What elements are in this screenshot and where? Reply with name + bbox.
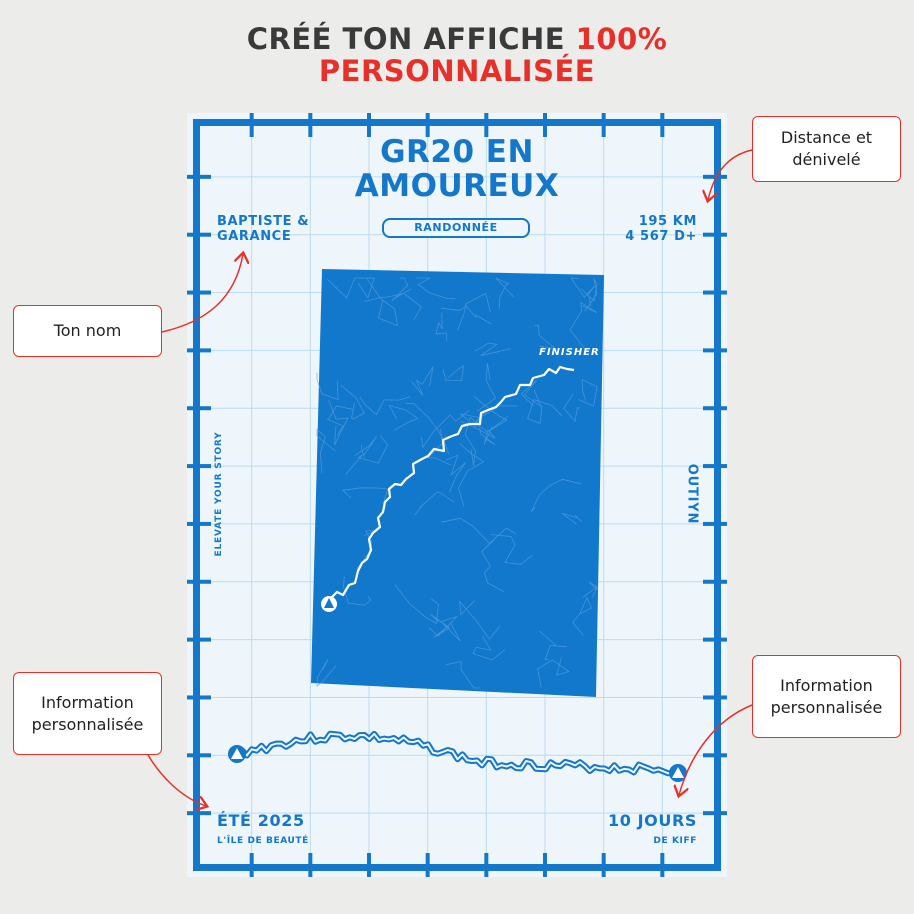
callout-info-right-line-2: personnalisée	[770, 697, 883, 717]
map-stream	[531, 478, 582, 512]
map-stream	[341, 487, 389, 505]
map-stream	[473, 395, 509, 432]
poster-title-line-2: AMOUREUX	[354, 168, 560, 204]
map-stream	[457, 292, 491, 331]
poster: GR20 EN AMOUREUX BAPTISTE & GARANCE RAND…	[187, 113, 727, 877]
map-stream	[582, 581, 598, 599]
map-stream	[561, 513, 582, 525]
map-stream	[326, 277, 375, 299]
poster-title-line-1: GR20 EN	[380, 134, 534, 170]
poster-frame	[193, 119, 721, 871]
duration-text: 10 JOURS	[607, 811, 697, 830]
route-map: FINISHER	[311, 269, 604, 697]
map-stream	[328, 399, 349, 446]
headline-prefix: CRÉÉ TON AFFICHE	[246, 22, 576, 56]
map-stream	[404, 402, 450, 455]
map-stream	[326, 405, 353, 436]
map-stream	[316, 659, 337, 687]
names-line-2: GARANCE	[217, 229, 292, 244]
names-block: BAPTISTE & GARANCE	[217, 214, 309, 244]
callout-distance-line-2: dénivelé	[792, 150, 861, 169]
map-stream	[354, 436, 377, 457]
route-line	[328, 365, 575, 601]
callout-name: Ton nom	[13, 305, 162, 357]
map-stream	[442, 365, 464, 382]
map-stream	[345, 435, 388, 476]
map-stream	[421, 409, 470, 449]
map-stream	[458, 443, 485, 507]
callout-info-right-line-1: Information	[780, 675, 873, 695]
map-stream	[464, 416, 487, 466]
callout-distance-line-1: Distance et	[780, 128, 873, 147]
names-line-1: BAPTISTE &	[217, 214, 310, 229]
map-stream	[537, 657, 570, 688]
map-stream	[476, 363, 497, 412]
map-finisher-label: FINISHER	[539, 347, 600, 358]
map-stream	[359, 396, 411, 416]
map-stream	[472, 636, 506, 661]
activity-badge: RANDONNÉE	[382, 218, 530, 238]
headline-accent: 100%	[575, 22, 668, 56]
map-stream	[534, 324, 558, 350]
map-stream	[411, 366, 434, 396]
elevation-profile	[228, 730, 687, 782]
start-marker	[321, 596, 337, 612]
map-stream	[520, 379, 542, 408]
map-area	[311, 269, 604, 697]
location-text: L'ÎLE DE BEAUTÉ	[217, 836, 309, 846]
map-stream	[527, 399, 563, 424]
map-stream	[391, 277, 412, 302]
profile-end-marker	[669, 764, 687, 782]
map-stream	[364, 292, 422, 321]
callout-distance: Distance et dénivelé	[752, 116, 901, 182]
elevation-value: 4 567 D+	[625, 229, 697, 244]
season-text: ÉTÉ 2025	[217, 811, 305, 830]
map-stream	[414, 491, 455, 516]
stats-block: 195 KM 4 567 D+	[625, 214, 697, 244]
headline-line-1: CRÉÉ TON AFFICHE 100%	[0, 22, 914, 56]
map-stream	[481, 539, 504, 592]
callout-info-left-line-2: personnalisée	[31, 714, 144, 734]
map-stream	[460, 420, 496, 445]
headline-line-2: PERSONNALISÉE	[318, 54, 596, 88]
map-stream	[445, 661, 480, 689]
map-stream	[416, 277, 456, 300]
map-stream	[495, 277, 514, 309]
map-stream	[428, 615, 461, 642]
map-stream	[441, 517, 516, 544]
map-stream	[474, 342, 511, 356]
profile-start-marker	[228, 745, 246, 763]
duration-note: DE KIFF	[653, 836, 697, 846]
map-stream	[490, 534, 533, 565]
distance-value: 195 KM	[638, 214, 697, 229]
callout-info-left-line-1: Information	[41, 692, 134, 712]
map-stream	[578, 379, 598, 407]
map-stream	[435, 312, 448, 341]
map-stream	[340, 384, 365, 420]
map-stream	[569, 301, 598, 350]
map-stream	[580, 278, 598, 312]
map-stream	[343, 576, 372, 606]
map-stream	[539, 630, 567, 660]
map-stream	[316, 428, 336, 473]
map-stream	[440, 305, 492, 325]
map-stream	[366, 278, 399, 327]
map-stream	[572, 596, 592, 636]
map-stream	[458, 600, 501, 640]
map-stream	[563, 393, 580, 423]
map-stream	[388, 404, 419, 431]
map-stream	[316, 372, 339, 401]
map-stream	[394, 584, 439, 625]
map-stream	[445, 454, 467, 493]
